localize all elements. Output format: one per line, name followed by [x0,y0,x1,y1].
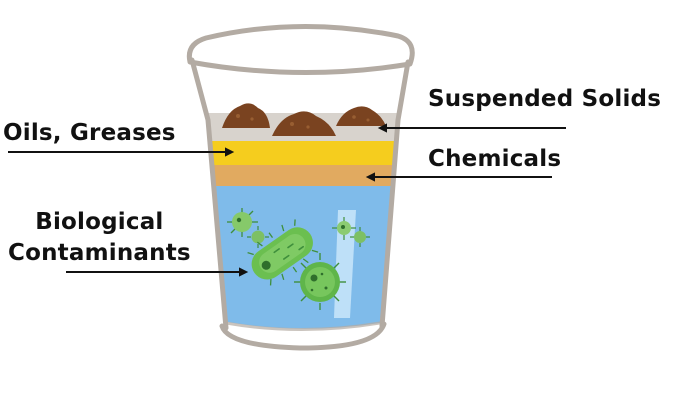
leader-lines [8,123,566,277]
dirt-mounds [222,103,386,136]
bacteria-cluster [227,208,370,310]
label-chemicals: Chemicals [428,146,562,172]
chemical-layer [212,164,394,186]
label-biological-contaminants: Biological Contaminants [8,207,191,269]
oil-grease-layer [210,140,396,165]
label-biological-line1: Biological [35,209,164,235]
label-biological-line2: Contaminants [8,240,191,266]
glass-outline [186,24,415,351]
label-oils-greases: Oils, Greases [3,120,176,146]
label-suspended-solids: Suspended Solids [428,86,662,112]
